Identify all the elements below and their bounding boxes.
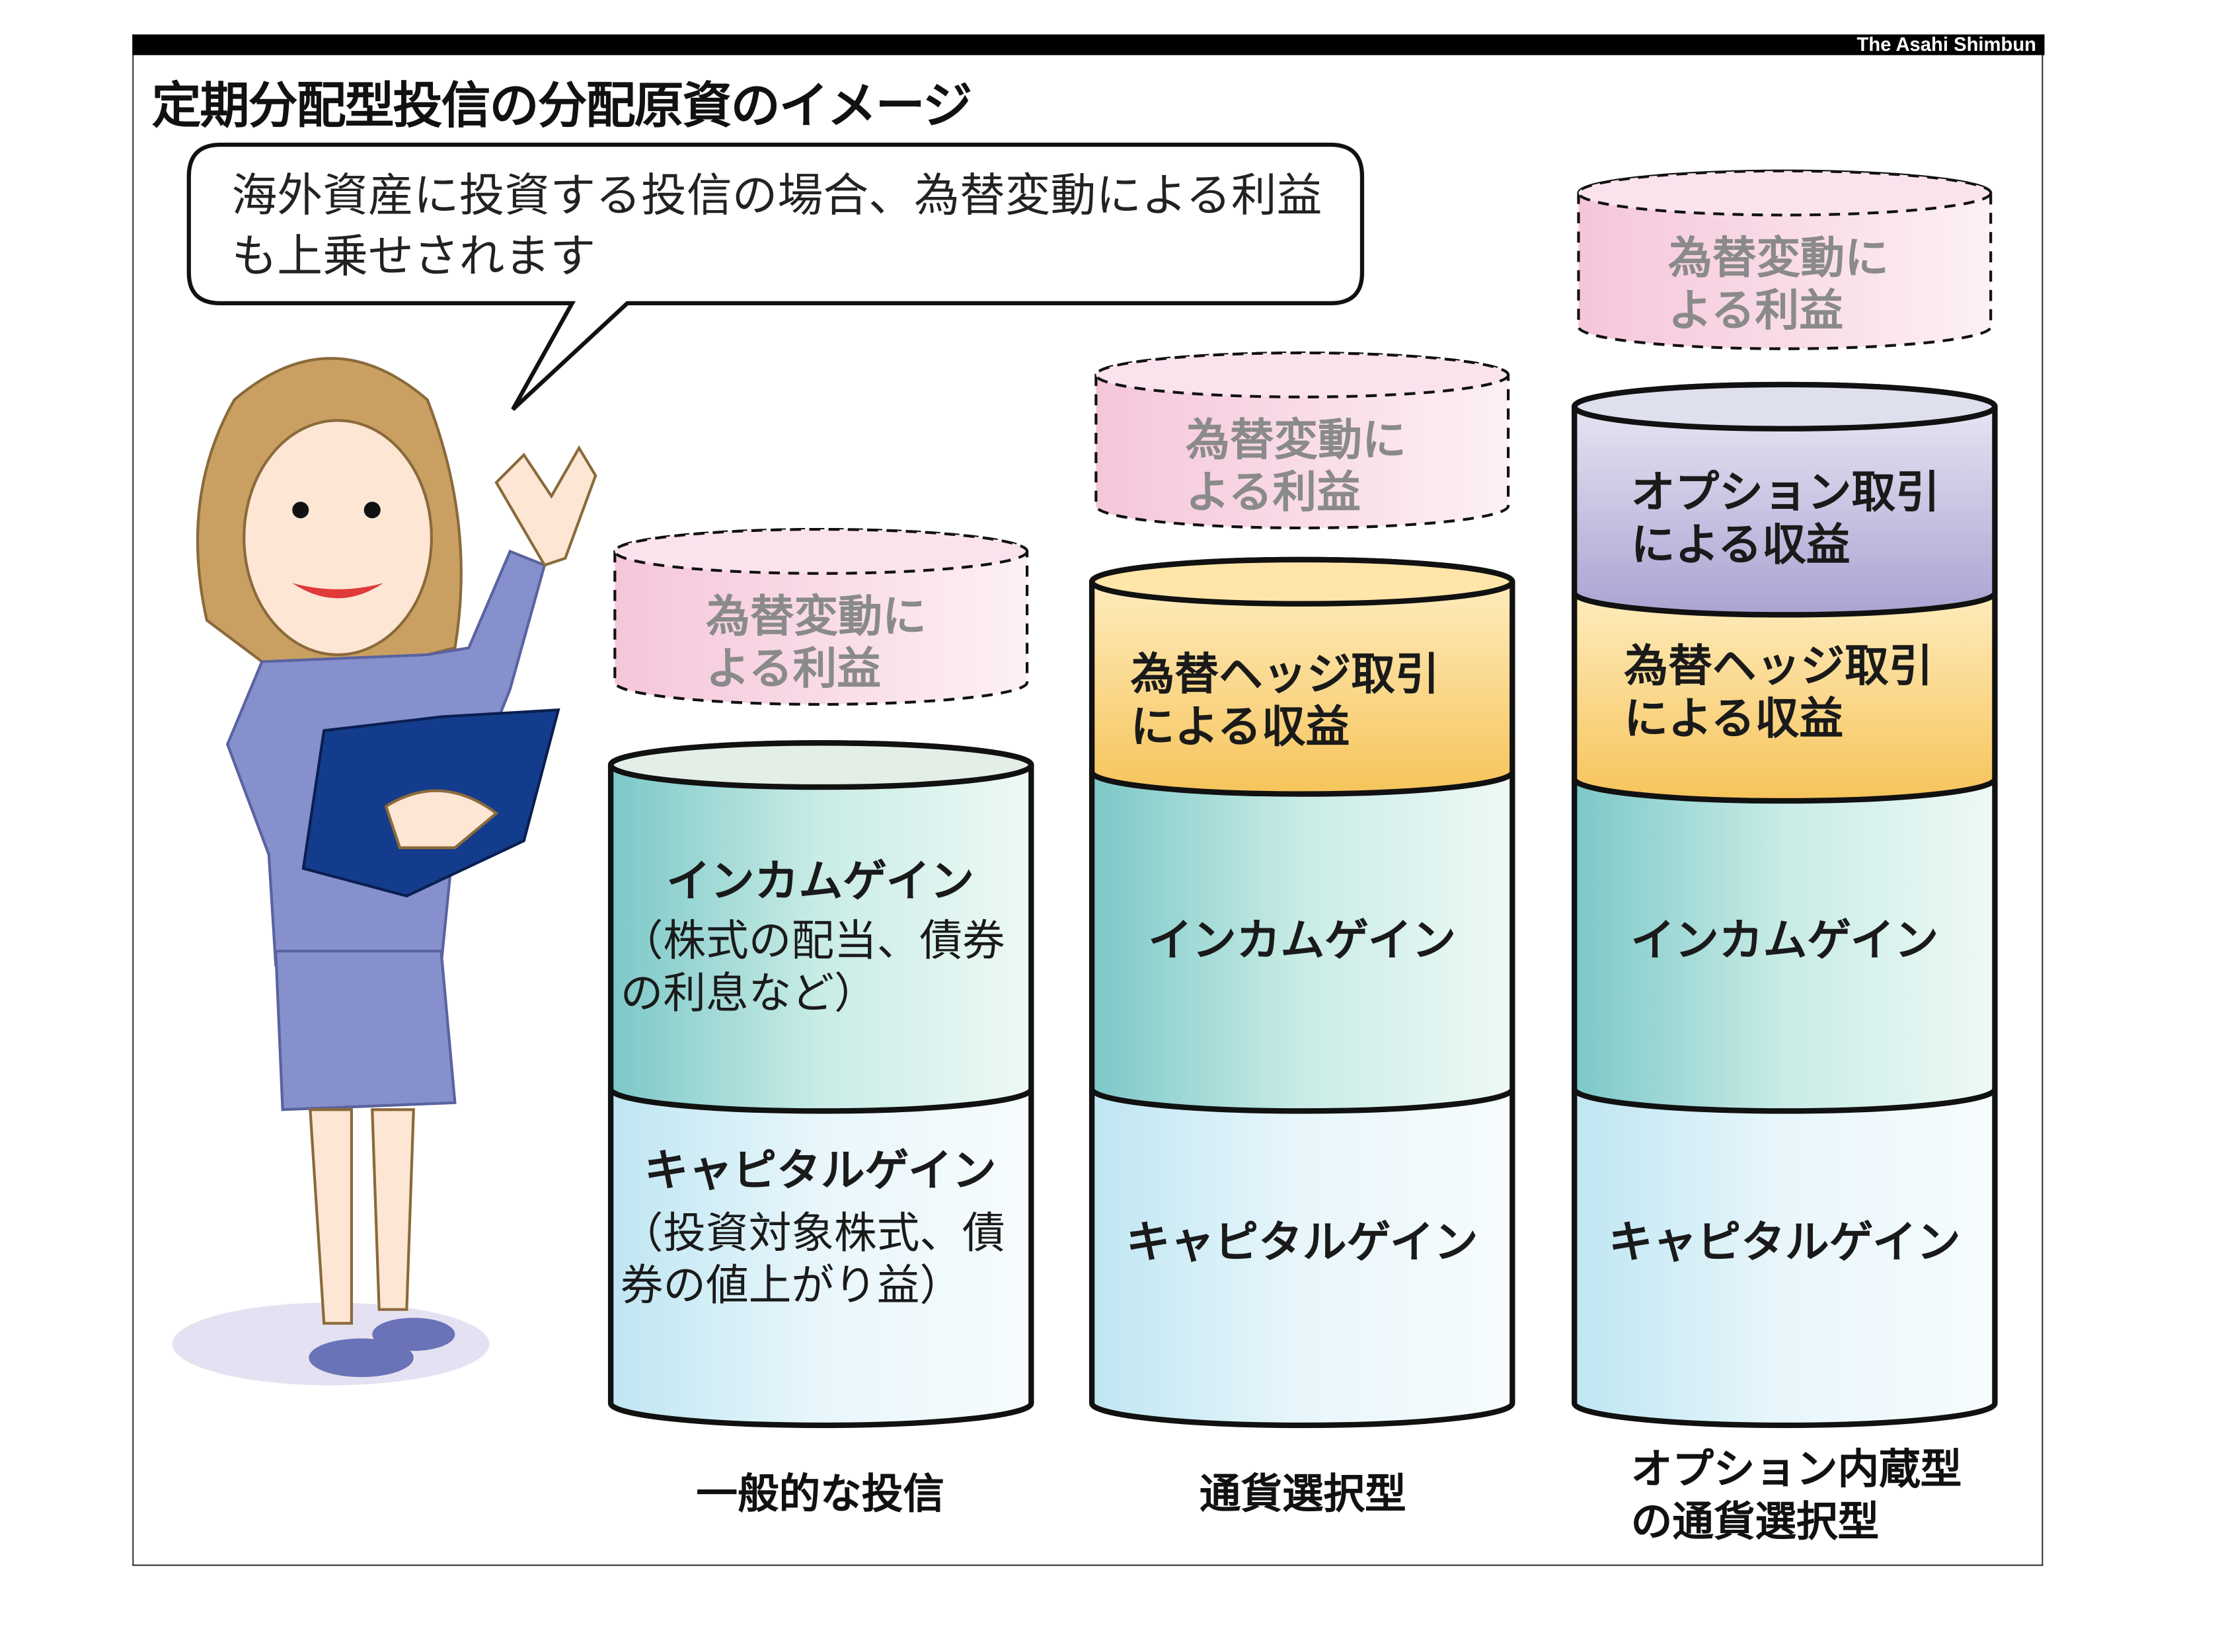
capital-gain-title-1: キャピタルゲイン <box>644 1144 997 1197</box>
capital-gain-note-1: （投資対象株式、債券の値上がり益） <box>620 1209 1005 1311</box>
column-label-general: 一般的な投信 <box>696 1470 944 1519</box>
fx-gain-cylinder-3 <box>1577 169 1993 350</box>
option-gain-3: オプション取引による収益 <box>1630 466 1940 571</box>
hedge-gain-3: 為替ヘッジ取引による収益 <box>1624 639 1933 745</box>
cylinder-top-3 <box>1572 381 1998 432</box>
cylinders <box>607 169 1998 1429</box>
speech-bubble-text: 海外資産に投資する投信の場合、為替変動による利益も上乗せされます <box>231 168 1322 283</box>
fx-gain-cylinder-top-3 <box>1577 169 1993 217</box>
fx-gain-label-2: 為替変動による利益 <box>1185 413 1406 519</box>
credit-bar: The Asahi Shimbun <box>132 34 2045 56</box>
cylinder-top-2 <box>1088 556 1515 607</box>
column-label-currency-select: 通貨選択型 <box>1199 1470 1406 1519</box>
fx-gain-cylinder-top-2 <box>1094 351 1510 398</box>
column-label-option-currency-select: オプション内蔵型の通貨選択型 <box>1630 1446 1962 1547</box>
hedge-gain-2: 為替ヘッジ取引による収益 <box>1130 648 1439 753</box>
diagram-frame <box>132 34 2043 1566</box>
fx-gain-label-3: 為替変動による利益 <box>1668 231 1889 336</box>
income-gain-title-1: インカムゲイン <box>666 854 975 907</box>
income-gain-note-1: （株式の配当、債券の利息など） <box>620 917 1005 1019</box>
income-gain-title-3: インカムゲイン <box>1630 914 1939 967</box>
fx-gain-cylinder-top-1 <box>613 527 1029 575</box>
cylinder-top-1 <box>607 740 1034 790</box>
capital-gain-title-3: キャピタルゲイン <box>1608 1215 1961 1269</box>
fx-gain-label-1: 為替変動による利益 <box>706 589 927 695</box>
capital-gain-title-2: キャピタルゲイン <box>1126 1215 1478 1269</box>
speech-bubble <box>186 142 1365 411</box>
diagram-title: 定期分配型投信の分配原資のイメージ <box>151 78 972 135</box>
presenter-woman-illustration <box>172 357 597 1386</box>
income-gain-title-2: インカムゲイン <box>1148 914 1457 967</box>
